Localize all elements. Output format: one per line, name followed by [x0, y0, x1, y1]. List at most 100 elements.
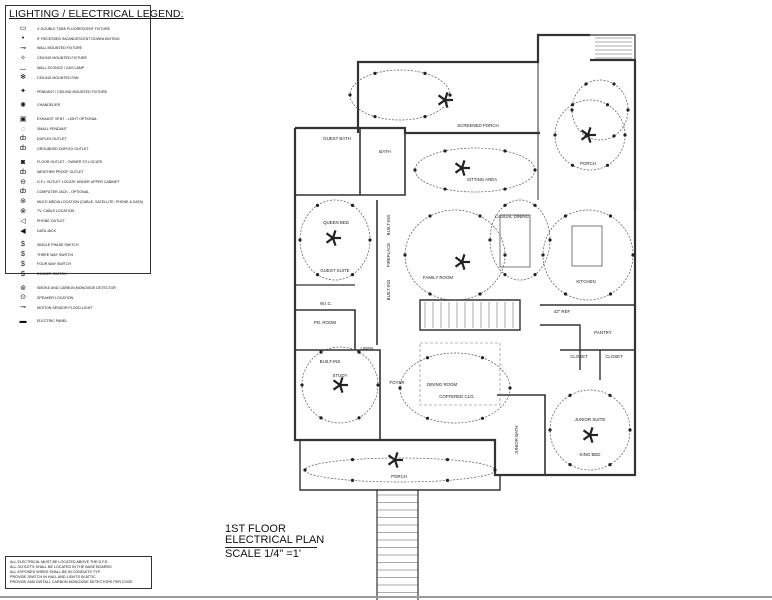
legend-item-label: GROUNDED DUPLEX OUTLET: [37, 146, 89, 151]
legend-item: ⊗TV. CABLE LOCATION: [9, 207, 147, 217]
recessed-light-icon: [508, 386, 512, 390]
recessed-light-icon: [605, 163, 610, 167]
recessed-light-icon: [570, 103, 575, 107]
recessed-light-icon: [548, 428, 552, 432]
recessed-light-icon: [373, 115, 377, 119]
legend-item: ⊸MOTION SENSOR FLOOD LIGHT: [9, 303, 147, 313]
legend-item-label: COMPUTER JACK - OPTIONAL: [37, 189, 90, 194]
recessed-light-icon: [478, 214, 482, 218]
recessed-light-icon: [357, 416, 361, 420]
recessed-light-icon: [548, 238, 552, 242]
coffered-ceiling: [419, 342, 501, 406]
recessed-light-icon: [626, 108, 630, 112]
room-casual-dining: CASUAL DINING: [495, 214, 530, 219]
legend-list: ▭4' DOUBLE TUBE FLUORESCENT FIXTURE•5" R…: [9, 24, 147, 326]
legend-item: ⊙SPEAKER LOCATION: [9, 293, 147, 303]
room-dining-room: DINING ROOM: [427, 382, 458, 387]
legend-item: ⊸WALL MOUNTED FIXTURE: [9, 44, 147, 54]
room-built-ins-2: BUILT-INS: [386, 280, 391, 301]
duplex-outlet-icon: ȸ: [19, 135, 27, 143]
legend-item: ▭4' DOUBLE TUBE FLUORESCENT FIXTURE: [9, 24, 147, 34]
recessed-light-icon: [503, 253, 507, 257]
recessed-light-icon: [568, 393, 572, 397]
note-line: ALL OUTLETS SHALL BE LOCATED IN THE BASE…: [10, 565, 112, 569]
recessed-light-icon: [563, 292, 568, 296]
recessed-light-icon: [503, 149, 507, 153]
recessed-light-icon: [373, 71, 377, 75]
legend-item: ✻CEILING MOUNTED FAN: [9, 73, 147, 83]
recessed-light-icon: [608, 393, 612, 397]
front-stair: [376, 490, 419, 600]
room-closet-2: CLOSET: [605, 354, 623, 359]
room-wic: W.I.C.: [320, 301, 332, 306]
legend-item-label: FOUR WAY SWITCH: [37, 262, 72, 267]
single-phase-switch-icon: $: [21, 241, 25, 249]
wiring-run: [349, 69, 451, 121]
recessed-light-icon: [376, 383, 380, 387]
legend-item-label: SMOKE AND CARBON MONOXIDE DETECTOR: [37, 286, 117, 291]
stair: [419, 299, 521, 331]
legend-item-label: G.F.I. OUTLET LOCATE UNDER UPPER CABINET: [37, 180, 120, 185]
room-rear-porch: PORCH: [580, 161, 596, 166]
border-line: [0, 596, 772, 598]
wiring-run: [571, 79, 629, 141]
wiring-run: [489, 199, 551, 281]
wiring-run: [542, 209, 634, 301]
grounded-duplex-outlet-icon: ȸ: [19, 145, 27, 153]
recessed-light-icon: [443, 149, 447, 153]
pendant-icon: ✦: [20, 88, 26, 96]
room-study: STUDY: [333, 373, 348, 378]
recessed-light-icon: [350, 273, 355, 277]
legend-item-label: MOTION SENSOR FLOOD LIGHT: [37, 305, 93, 310]
legend-item-label: WEATHER PROOF OUTLET: [37, 170, 84, 175]
screened-porch-wall: [356, 33, 590, 133]
legend-item: ⊛ MULTI-MEDIA LOCATION (CABLE, SATELLITE,…: [9, 197, 147, 207]
recessed-light-icon: [445, 478, 450, 482]
legend-item: $ DIMMER SWITCH: [9, 269, 147, 279]
room-coffered: COFFERED CLG.: [439, 394, 475, 399]
legend-item-label: MULTI-MEDIA LOCATION (CABLE, SATELLITE, …: [37, 199, 144, 204]
room-junior-suite: JUNIOR SUITE: [575, 417, 606, 422]
legend-item: ȸ GROUNDED DUPLEX OUTLET: [9, 144, 147, 154]
recessed-light-icon: [350, 458, 355, 462]
recessed-light-icon: [568, 463, 572, 467]
recessed-light-icon: [478, 292, 482, 296]
computer-jack-icon: ȸ: [19, 188, 27, 196]
legend-item: $SINGLE PHASE SWITCH: [9, 240, 147, 250]
small-pendant-icon: ◌: [20, 125, 26, 133]
recessed-light-icon: [413, 168, 417, 172]
kitchen-island: [571, 225, 603, 267]
recessed-light-icon: [608, 214, 613, 218]
legend-item: $FOUR WAY SWITCH: [9, 260, 147, 270]
title-line-1: 1ST FLOOR: [225, 523, 286, 535]
smoke-co-detector-icon: ⊚: [20, 284, 26, 292]
dining-table: [499, 214, 531, 268]
legend-item-label: WALL SCONCE / GAS LAMP: [37, 66, 85, 71]
floor-outlet-icon: ◙: [20, 158, 26, 166]
room-ref: 42" REF: [554, 309, 571, 314]
wiring-run: [404, 209, 506, 301]
ceiling-fan-icon: [460, 260, 464, 264]
recessed-light-icon: [541, 253, 545, 257]
recessed-light-icon: [443, 187, 447, 191]
dimmer-switch-icon: $: [21, 270, 25, 278]
recessed-light-icon: [357, 350, 361, 354]
legend-item: ✧CEILING MOUNTED FIXTURE: [9, 53, 147, 63]
ceiling-fan-icon: [460, 166, 464, 170]
multimedia-location-icon: ⊛: [20, 198, 26, 206]
legend-item: ⊚ SMOKE AND CARBON MONOXIDE DETECTOR: [9, 283, 147, 293]
recessed-light-icon: [319, 350, 323, 354]
recessed-light-icon: [612, 82, 616, 86]
recessed-light-icon: [533, 168, 537, 172]
legend-item-label: CEILING MOUNTED FIXTURE: [37, 56, 87, 61]
recessed-light-icon: [608, 463, 612, 467]
legend-item: •5" RECESSED INCANDESCENT DOWNLIGHTING: [9, 34, 147, 44]
recessed-light-icon: [503, 203, 507, 207]
legend-item-label: DIMMER SWITCH: [37, 272, 67, 277]
legend-item-label: ELECTRIC PANEL: [37, 319, 68, 324]
recessed-light-icon: [428, 292, 432, 296]
recessed-light-icon: [584, 82, 588, 86]
legend-item-label: 5" RECESSED INCANDESCENT DOWNLIGHTING: [37, 36, 120, 41]
rear-porch-wall: [590, 58, 637, 210]
